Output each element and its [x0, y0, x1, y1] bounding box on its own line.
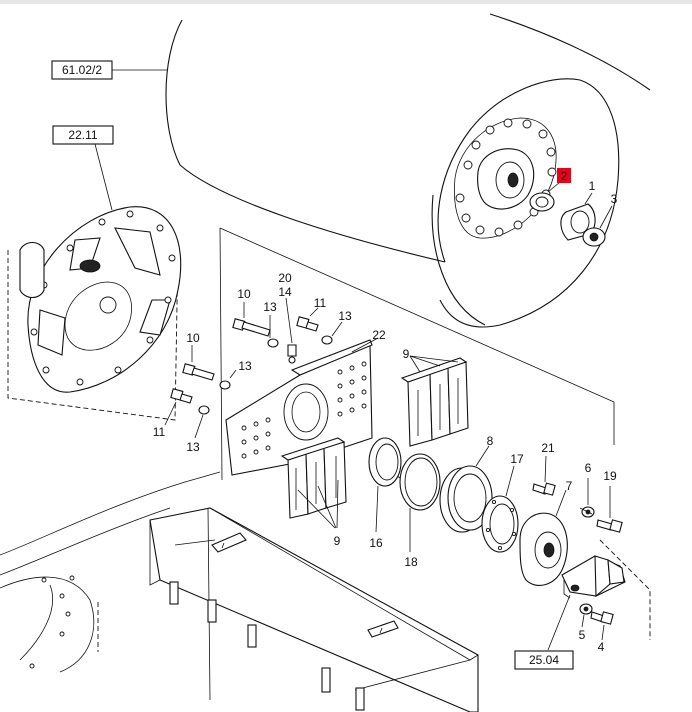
callout-9-upper: 9 — [403, 347, 410, 361]
callout-6: 6 — [585, 461, 592, 475]
bolt-11-lower — [164, 388, 193, 426]
adaptor-flange-7 — [519, 489, 568, 586]
ref-drum-label: 61.02/2 — [62, 63, 102, 77]
washer-13-mid — [219, 369, 237, 390]
callout-21: 21 — [541, 441, 555, 455]
callout-18: 18 — [404, 555, 418, 569]
callout-2-highlight[interactable]: 2 — [557, 168, 571, 183]
washer-6 — [581, 478, 595, 518]
part-2-bushing — [529, 181, 561, 212]
rubber-blocks-lower — [280, 437, 347, 529]
ref-hydraulic-motor-label: 25.04 — [529, 653, 559, 667]
bolt-19 — [596, 486, 623, 533]
callout-11-upper: 11 — [314, 296, 327, 310]
callout-13-upper-b: 13 — [338, 309, 352, 323]
callout-10-upper: 10 — [237, 287, 251, 301]
ref-motor-flange-label: 22.11 — [68, 128, 97, 142]
washer-5 — [579, 603, 593, 628]
callout-9-lower: 9 — [334, 534, 341, 548]
rubber-blocks-upper — [400, 355, 469, 447]
grease-nipple-14 — [285, 297, 297, 364]
callout-2: 2 — [561, 169, 568, 183]
callout-22: 22 — [372, 328, 386, 342]
ref-motor-flange[interactable]: 22.11 — [52, 125, 114, 211]
bolt-21 — [532, 455, 556, 496]
hydraulic-motor — [547, 555, 626, 651]
callout-14: 14 — [278, 285, 292, 299]
callout-13-lower: 13 — [186, 440, 200, 454]
top-border — [0, 0, 692, 4]
callout-13-upper-a: 13 — [263, 300, 277, 314]
machine-frame — [0, 471, 479, 712]
highlight-box — [557, 168, 571, 183]
washer-13-lower — [194, 405, 210, 439]
washer-13-upper — [267, 315, 279, 348]
callout-17: 17 — [510, 452, 524, 466]
part-3-nut — [582, 205, 613, 247]
bolt-4 — [590, 611, 614, 641]
ring-18 — [399, 453, 441, 552]
callout-7: 7 — [566, 479, 573, 493]
ref-drum[interactable]: 61.02/2 — [51, 60, 168, 80]
callout-5: 5 — [579, 628, 586, 642]
callout-3: 3 — [611, 192, 618, 206]
callout-16: 16 — [369, 536, 383, 550]
drum-shell — [165, 13, 651, 328]
bearing-housing-8 — [439, 445, 493, 533]
ref-hydraulic-motor[interactable]: 25.04 — [514, 650, 574, 670]
callout-20: 20 — [278, 271, 292, 285]
callout-4: 4 — [598, 640, 605, 654]
drive-flange — [7, 206, 182, 421]
washer-13-upper-b — [321, 321, 343, 345]
callout-19: 19 — [603, 469, 617, 483]
bolt-10-lower — [182, 345, 215, 381]
gasket-17 — [481, 465, 519, 553]
bolt-10-upper — [232, 302, 271, 337]
seal-16 — [368, 437, 402, 533]
bolt-11-upper — [296, 307, 319, 332]
callout-8: 8 — [487, 434, 494, 448]
callout-10-lower: 10 — [186, 331, 200, 345]
callout-1: 1 — [589, 179, 596, 193]
callout-11-lower: 11 — [153, 425, 166, 439]
callout-13-mid: 13 — [238, 359, 252, 373]
